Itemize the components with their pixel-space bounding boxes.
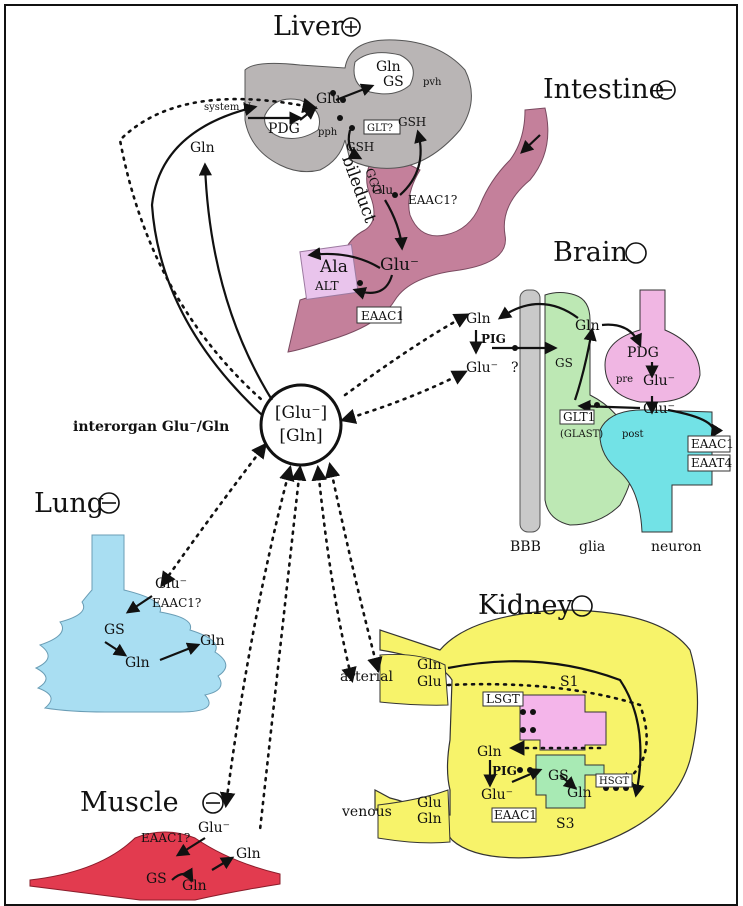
- pool-kidney-dotted-arrow-1: [318, 468, 352, 680]
- kidney-gln-in-label: Gln: [417, 657, 442, 673]
- intestine-gsh-label: GSH: [346, 140, 374, 154]
- kidney-glu-out-label: Glu: [417, 795, 442, 811]
- brain-eaat4-label: EAAT4: [691, 456, 732, 470]
- brain-open-circle-icon: [626, 243, 646, 263]
- kidney-eaac1-label: EAAC1: [494, 808, 537, 822]
- lung-gln-label: Gln: [125, 655, 150, 671]
- brain-title: Brain: [553, 237, 628, 268]
- intestine-eaac1q-label: EAAC1?: [408, 193, 457, 207]
- glia-label: glia: [579, 539, 605, 555]
- intestine-glu-label: Glu: [372, 183, 393, 197]
- ala-label: Ala: [319, 257, 348, 277]
- lung-gln-out-label: Gln: [200, 633, 225, 649]
- kidney-gln-s3-label: Gln: [477, 744, 502, 760]
- kidney-s3-label: S3: [556, 816, 575, 832]
- alt-label: ALT: [314, 279, 339, 293]
- muscle-eaac1q-label: EAAC1?: [141, 831, 190, 845]
- lung-glu-label: Glu⁻: [155, 576, 187, 592]
- liver-gsh-right-label: GSH: [398, 115, 426, 129]
- kidney-title: Kidney: [478, 590, 573, 621]
- muscle-glu-label: Glu⁻: [198, 820, 230, 836]
- brain-question-label: ?: [511, 360, 519, 376]
- muscle-gs-label: GS: [146, 871, 167, 887]
- liver-plus-circle-icon: [342, 18, 360, 36]
- intestine-eaac1-label: EAAC1: [361, 309, 404, 323]
- lung-gs-label: GS: [104, 622, 125, 638]
- liver-pdg-label: PDG: [268, 121, 300, 137]
- kidney-gln-out-label: Gln: [417, 811, 442, 827]
- lung-shape: [36, 535, 226, 712]
- muscle-gln-label: Gln: [182, 878, 207, 894]
- liver-gln-left-label: Gln: [190, 140, 215, 156]
- brain-gln-left-label: Gln: [466, 311, 491, 327]
- liver-glu-label: Glu: [316, 91, 341, 107]
- liver-system-n-label: system N: [204, 102, 252, 113]
- pool-kidney-dotted-arrow-2: [330, 465, 378, 670]
- liver-pvh-label: pvh: [423, 77, 442, 88]
- kidney-arterial-label: arterial: [340, 669, 393, 685]
- kidney-glu-in-label: Glu: [417, 674, 442, 690]
- kidney-lsgt-label: LSGT: [486, 692, 520, 706]
- brain-glt1-label: GLT1: [563, 410, 595, 424]
- muscle-minus-circle-icon: [203, 793, 223, 813]
- brain-glu-pre-label: Glu⁻: [643, 373, 675, 389]
- pool-muscle-dotted-arrow-2: [260, 468, 300, 830]
- liver-gs-label: GS: [383, 74, 404, 90]
- lung-eaac1q-label: EAAC1?: [152, 596, 201, 610]
- brain-pre-label: pre: [616, 374, 633, 385]
- pool-brain-dotted-arrow: [343, 372, 465, 420]
- interorgan-pool-circle: [261, 385, 341, 465]
- intestine-title: Intestine: [543, 74, 665, 105]
- brain-pig-label: PIG: [481, 332, 506, 346]
- brain-pdg-label: PDG: [627, 345, 659, 361]
- liver-gln-top-label: Gln: [376, 59, 401, 75]
- brain-gln-glia-label: Gln: [575, 318, 600, 334]
- neuron-label: neuron: [651, 539, 701, 555]
- interorgan-caption: interorgan Glu⁻/Gln: [73, 419, 229, 435]
- liver-pph-label: pph: [318, 127, 338, 138]
- kidney-glu-s3-label: Glu⁻: [481, 787, 513, 803]
- lung-title: Lung: [34, 488, 104, 519]
- kidney-hsgt-label: HSGT: [599, 776, 630, 787]
- kidney-pig-label: PIG: [492, 764, 517, 778]
- kidney-s1-label: S1: [560, 674, 579, 690]
- brain-glu-mid-label: Glu⁻: [643, 401, 675, 417]
- bbb-capillary: [520, 290, 540, 532]
- muscle-title: Muscle: [80, 787, 179, 818]
- lung-minus-circle-icon: [99, 493, 119, 513]
- brain-post-label: post: [622, 429, 644, 440]
- muscle-gln-out-label: Gln: [236, 846, 261, 862]
- bbb-label: BBB: [510, 539, 541, 555]
- pool-lung-dotted-arrow: [162, 445, 265, 585]
- brain-gs-label: GS: [555, 356, 573, 370]
- liver-title: Liver: [273, 11, 344, 42]
- brain-glu-left-label: Glu⁻: [466, 360, 498, 376]
- pool-glu-label: [Glu⁻]: [275, 403, 327, 423]
- kidney-gln-s3b-label: Gln: [567, 785, 592, 801]
- intestine-glu-minus-label: Glu⁻: [380, 255, 419, 275]
- brain-glast-label: (GLAST): [560, 429, 603, 440]
- kidney-venous-label: venous: [341, 804, 392, 820]
- pool-gln-label: [Gln]: [279, 426, 322, 446]
- liver-glt-label: GLT?: [367, 123, 393, 134]
- kidney-gs-label: GS: [548, 768, 569, 784]
- brain-eaac1-label: EAAC1: [691, 437, 734, 451]
